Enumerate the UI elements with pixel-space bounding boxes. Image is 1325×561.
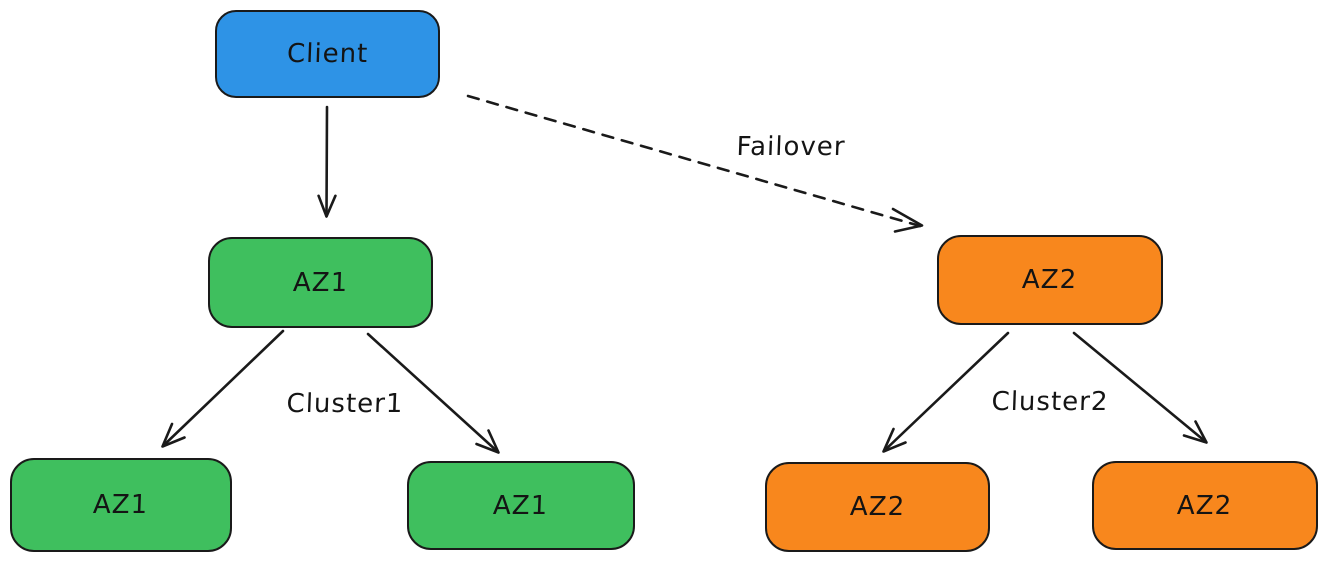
- node-az1-left-label: AZ1: [92, 490, 150, 520]
- edge-failover-client-to-az2: [466, 94, 924, 233]
- node-az2-left: AZ2: [765, 462, 990, 552]
- node-az1-main-label: AZ1: [292, 267, 349, 298]
- edge-client-to-az1: [317, 105, 337, 218]
- node-client-label: Client: [286, 39, 369, 69]
- node-az1-right: AZ1: [407, 461, 635, 550]
- node-az1-main: AZ1: [208, 237, 433, 328]
- node-az1-left: AZ1: [10, 458, 232, 552]
- edge-az2-to-az2-left: [882, 331, 1010, 453]
- node-az2-right: AZ2: [1092, 461, 1318, 550]
- node-az2-left-label: AZ2: [849, 492, 906, 522]
- node-az1-right-label: AZ1: [492, 490, 550, 521]
- node-az2-main: AZ2: [937, 235, 1163, 325]
- edge-label-cluster1: Cluster1: [286, 389, 404, 419]
- edge-az2-to-az2-right: [1072, 331, 1208, 444]
- node-az2-right-label: AZ2: [1176, 490, 1234, 521]
- edge-az1-to-az1-left: [161, 329, 285, 448]
- node-az2-main-label: AZ2: [1021, 265, 1079, 295]
- edge-label-cluster2: Cluster2: [991, 387, 1109, 417]
- node-client: Client: [215, 10, 440, 98]
- edge-az1-to-az1-right: [366, 332, 500, 454]
- edge-label-failover: Failover: [736, 132, 846, 162]
